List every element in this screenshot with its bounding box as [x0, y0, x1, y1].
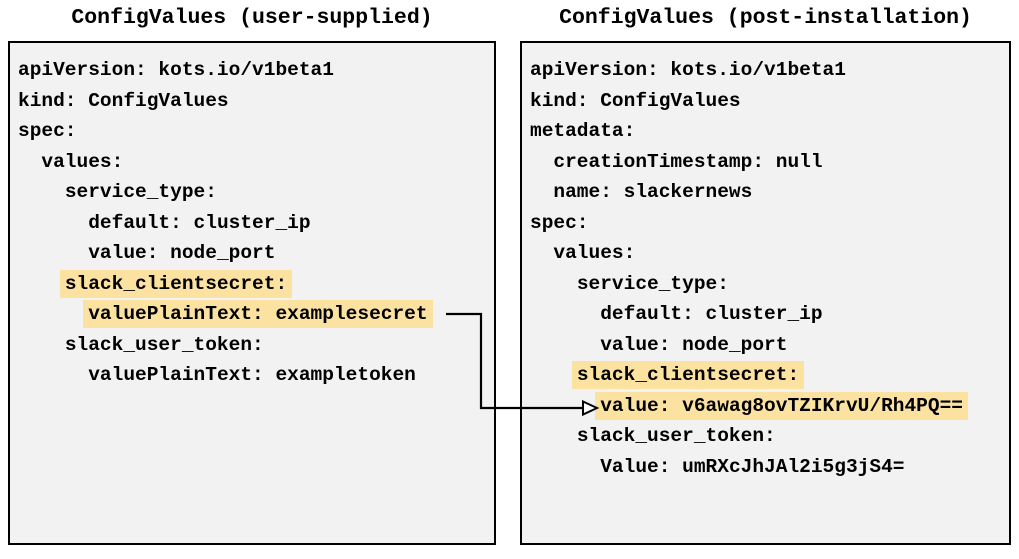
code-indent	[18, 364, 88, 386]
code-text: spec:	[18, 120, 77, 142]
code-line: value: node_port	[530, 330, 1001, 361]
code-indent	[530, 151, 553, 173]
code-indent	[18, 273, 65, 295]
right-panel-title: ConfigValues (post-installation)	[559, 6, 972, 30]
code-indent	[530, 303, 600, 325]
code-line: service_type:	[530, 269, 1001, 300]
right-panel-code: apiVersion: kots.io/v1beta1 kind: ConfigV…	[530, 55, 1001, 482]
code-indent	[18, 181, 65, 203]
code-text: kind: ConfigValues	[530, 89, 741, 112]
code-text: kind: ConfigValues	[18, 89, 229, 112]
code-text: spec:	[530, 211, 589, 234]
left-panel: apiVersion: kots.io/v1beta1 kind: ConfigV…	[8, 41, 496, 545]
code-line: value: node_port	[18, 238, 486, 269]
code-line: default: cluster_ip	[18, 208, 486, 239]
code-text: creationTimestamp: null	[553, 150, 823, 173]
code-line: value: v6awag8ovTZIKrvU/Rh4PQ==	[530, 391, 1001, 422]
code-line: creationTimestamp: null	[530, 147, 1001, 178]
left-panel-code: apiVersion: kots.io/v1beta1 kind: ConfigV…	[18, 55, 486, 391]
code-line: apiVersion: kots.io/v1beta1	[530, 55, 1001, 86]
code-text: apiVersion: kots.io/v1beta1	[530, 59, 846, 81]
code-text: valuePlainText: examplesecret	[83, 300, 433, 328]
code-line: valuePlainText: exampletoken	[18, 360, 486, 391]
right-panel: apiVersion: kots.io/v1beta1 kind: ConfigV…	[520, 41, 1011, 545]
code-indent	[530, 395, 600, 417]
code-text: slack_clientsecret:	[571, 361, 805, 389]
code-indent	[530, 334, 600, 356]
code-text: values:	[553, 242, 636, 264]
code-indent	[18, 303, 88, 325]
code-text: service_type:	[64, 181, 217, 203]
left-panel-title: ConfigValues (user-supplied)	[71, 6, 433, 30]
code-text: apiVersion: kots.io/v1beta1	[18, 59, 334, 81]
code-line: valuePlainText: examplesecret	[18, 299, 486, 330]
code-indent	[530, 456, 600, 478]
code-line: metadata:	[530, 116, 1001, 147]
code-text: slack_user_token:	[64, 333, 264, 356]
code-line: spec:	[18, 116, 486, 147]
code-indent	[530, 273, 577, 295]
code-indent	[530, 242, 553, 264]
code-line: apiVersion: kots.io/v1beta1	[18, 55, 486, 86]
code-line: values:	[530, 238, 1001, 269]
code-text: name: slackernews	[553, 181, 753, 203]
code-line: kind: ConfigValues	[530, 86, 1001, 117]
code-text: Value: umRXcJhJAl2i5g3jS4=	[600, 455, 905, 478]
code-text: slack_user_token:	[576, 425, 776, 447]
code-text: service_type:	[576, 272, 729, 295]
code-indent	[530, 181, 553, 203]
code-line: slack_clientsecret:	[530, 360, 1001, 391]
code-text: value: v6awag8ovTZIKrvU/Rh4PQ==	[595, 391, 968, 420]
code-indent	[18, 212, 88, 234]
code-line: spec:	[530, 208, 1001, 239]
code-line: service_type:	[18, 177, 486, 208]
code-text: value: node_port	[600, 333, 788, 356]
code-indent	[530, 425, 577, 447]
code-text: slack_clientsecret:	[59, 269, 293, 298]
code-line: Value: umRXcJhJAl2i5g3jS4=	[530, 452, 1001, 483]
code-indent	[530, 364, 577, 386]
code-text: value: node_port	[88, 242, 276, 264]
code-text: valuePlainText: exampletoken	[88, 364, 416, 386]
code-indent	[18, 334, 65, 356]
code-line: values:	[18, 147, 486, 178]
code-indent	[18, 151, 41, 173]
code-text: values:	[41, 150, 124, 173]
code-indent	[18, 242, 88, 264]
code-line: name: slackernews	[530, 177, 1001, 208]
code-line: kind: ConfigValues	[18, 86, 486, 117]
code-line: default: cluster_ip	[530, 299, 1001, 330]
code-text: default: cluster_ip	[600, 303, 823, 325]
code-line: slack_user_token:	[18, 330, 486, 361]
code-line: slack_clientsecret:	[18, 269, 486, 300]
code-line: slack_user_token:	[530, 421, 1001, 452]
code-text: metadata:	[530, 120, 636, 142]
code-text: default: cluster_ip	[88, 211, 311, 234]
